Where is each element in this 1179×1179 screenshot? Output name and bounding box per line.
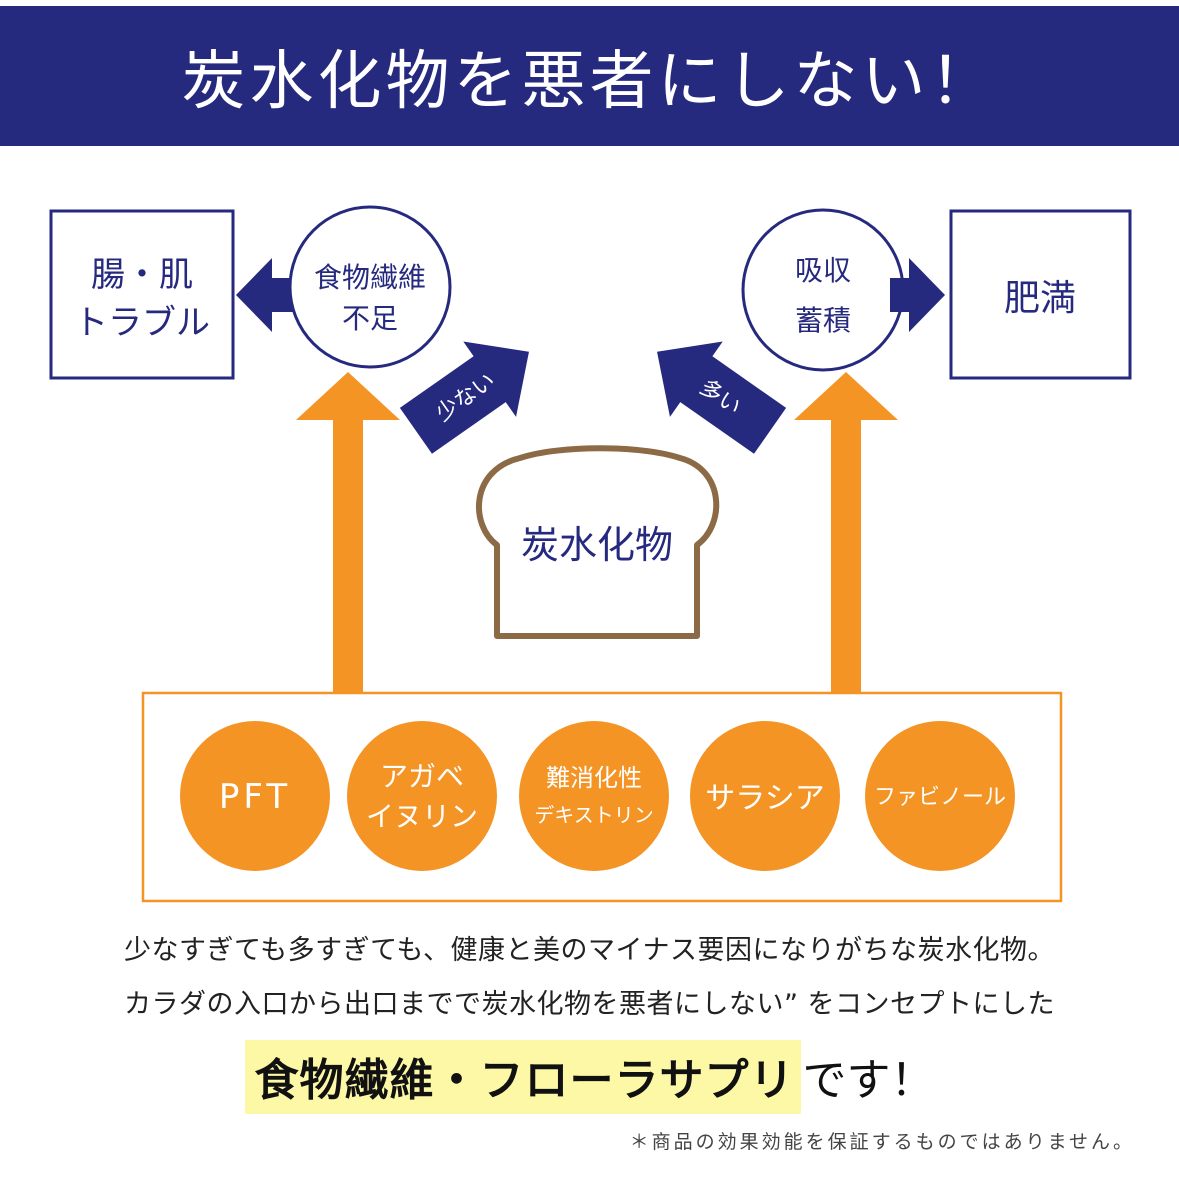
- orange-arrow-right: [794, 372, 898, 693]
- bread-icon: [475, 445, 720, 639]
- orange-arrow-left: [296, 372, 400, 693]
- tagline-rest: です！: [802, 1055, 935, 1106]
- ingredient-salacia-label: サラシア: [705, 781, 824, 816]
- left-box-line2: トラブル: [74, 303, 210, 343]
- ingredient-agave-inulin: アガベ イヌリン: [347, 721, 497, 871]
- ingredient-pft: PFT: [180, 721, 330, 871]
- left-outcome-box: [49, 209, 235, 380]
- navy-arrow-right: [890, 258, 945, 332]
- ingredient-dextrin-line1: 難消化性: [546, 764, 642, 792]
- ingredient-dextrin: 難消化性 デキストリン: [519, 721, 669, 871]
- ingredient-fabinol-label: ファビノール: [874, 785, 1006, 810]
- right-circle-line1: 吸収: [795, 254, 851, 287]
- bread-label: 炭水化物: [521, 523, 673, 567]
- ingredient-salacia: サラシア: [690, 721, 840, 871]
- diagonal-arrow-many: 多い: [657, 341, 787, 454]
- ingredient-circle: [347, 721, 497, 871]
- ingredient-agave-line2: イヌリン: [366, 800, 478, 833]
- caption-line1: 少なすぎても多すぎても、健康と美のマイナス要因になりがちな炭水化物。: [124, 935, 1055, 966]
- ingredient-circle: [519, 721, 669, 871]
- right-outcome-box: [949, 209, 1132, 380]
- disclaimer: ＊商品の効果効能を保証するものではありません。: [629, 1131, 1135, 1153]
- page-title: 炭水化物を悪者にしない！: [181, 45, 998, 119]
- caption-line2: カラダの入口から出口までで炭水化物を悪者にしない” をコンセプトにした: [123, 989, 1056, 1020]
- left-cause-circle: [288, 205, 452, 369]
- tagline-highlight: 食物繊維・フローラサプリ: [244, 1040, 801, 1114]
- right-cause-circle: [741, 208, 905, 372]
- ingredient-agave-line1: アガベ: [380, 760, 464, 793]
- ingredient-circle: [690, 721, 840, 871]
- left-box-line1: 腸・肌: [91, 255, 193, 295]
- right-circle-line2: 蓄積: [795, 304, 851, 337]
- ingredient-circle: [180, 721, 330, 871]
- right-box-line1: 肥満: [1004, 278, 1076, 319]
- ingredient-dextrin-line2: デキストリン: [534, 803, 653, 827]
- ingredient-pft-label: PFT: [219, 777, 291, 817]
- header-banner: 炭水化物を悪者にしない！: [0, 6, 1179, 146]
- navy-arrow-left: [236, 258, 296, 332]
- ingredient-circle: [865, 721, 1015, 871]
- left-circle-line1: 食物繊維: [314, 261, 426, 294]
- ingredient-fabinol: ファビノール: [865, 721, 1015, 871]
- left-circle-line2: 不足: [342, 302, 398, 335]
- tagline: 食物繊維・フローラサプリ です！: [0, 1040, 1179, 1114]
